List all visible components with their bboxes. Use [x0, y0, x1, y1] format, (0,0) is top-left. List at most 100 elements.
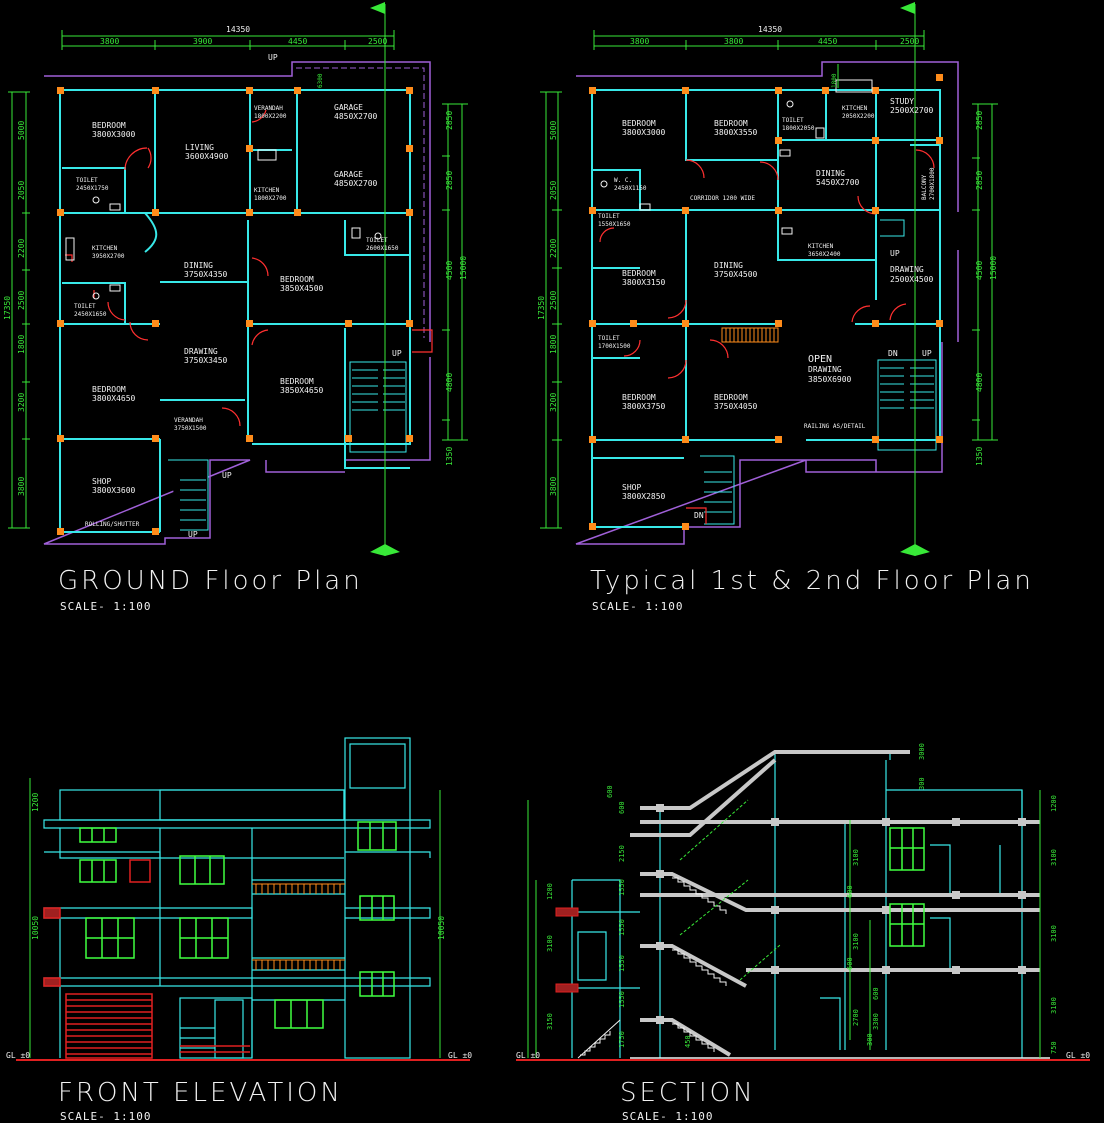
elevation-railings — [252, 883, 345, 970]
typical-texts: 14350 3800 3800 4450 2500 17350 5000 205… — [537, 25, 998, 520]
room-name: DRAWING — [890, 265, 924, 274]
room-name: STUDY — [890, 97, 914, 106]
ground-dim-left: 2200 — [17, 239, 26, 258]
front-elevation-title: FRONT ELEVATION — [58, 1078, 343, 1108]
section-dim: 3000 — [918, 743, 926, 760]
room-size: 2450X1650 — [74, 311, 107, 318]
room-name: TOILET — [598, 213, 620, 220]
section-dim: 3100 — [1050, 925, 1058, 942]
room-size: 3800X3550 — [714, 128, 758, 137]
ground-dim-right: 4500 — [445, 261, 454, 280]
typical-stair — [700, 219, 937, 525]
room-size: 2450X1750 — [76, 185, 109, 192]
typical-dim-right: 4800 — [975, 373, 984, 392]
room-name: SHOP — [92, 477, 111, 486]
section-dim: 3300 — [872, 1013, 880, 1030]
section-dim: 300 — [918, 777, 926, 790]
ground-dim-total: 14350 — [226, 25, 250, 34]
ground-dim-left: 1800 — [17, 335, 26, 354]
room-name: DINING — [184, 261, 213, 270]
room-size: 1800X2700 — [254, 195, 287, 202]
section-columns — [656, 804, 1026, 1024]
typical-dim-left: 3800 — [549, 477, 558, 496]
typical-dim-top: 4450 — [818, 37, 837, 46]
typical-dim-left: 5000 — [549, 121, 558, 140]
room-name: KITCHEN — [842, 105, 868, 112]
room-size: 3800X4650 — [92, 394, 136, 403]
room-name: TOILET — [76, 177, 98, 184]
ground-floor-plan — [8, 2, 468, 556]
room-size: 3750X4050 — [714, 402, 758, 411]
typical-floor-plan — [540, 2, 998, 556]
room-size: 3850X4650 — [280, 386, 324, 395]
room-name: GARAGE — [334, 170, 363, 179]
room-name: BEDROOM — [714, 393, 748, 402]
room-size: 3800X2850 — [622, 492, 666, 501]
stair-label: UP — [922, 349, 932, 358]
stair-label: UP — [268, 53, 278, 62]
section-dim: 3100 — [1050, 997, 1058, 1014]
room-name: BEDROOM — [622, 269, 656, 278]
room-size: 2450X1150 — [614, 185, 647, 192]
stair-label: UP — [392, 349, 402, 358]
ground-floor-plan-scale: SCALE- 1:100 — [60, 600, 152, 613]
stair-label: UP — [222, 471, 232, 480]
typical-doors — [599, 149, 935, 524]
railing-label: RAILING AS/DETAIL — [804, 423, 866, 430]
section-dim: 3100 — [546, 935, 554, 952]
typical-dim-right: 4500 — [975, 261, 984, 280]
room-name: SHOP — [622, 483, 641, 492]
room-name: DINING — [714, 261, 743, 270]
ground-dimension-lines — [8, 30, 468, 529]
room-name: KITCHEN — [254, 187, 280, 194]
elevation-dim: 10050 — [437, 916, 446, 940]
room-size: 4850X2700 — [334, 112, 378, 121]
typical-fixtures — [600, 79, 873, 235]
ground-columns — [57, 87, 413, 535]
room-size: 3950X2700 — [92, 253, 125, 260]
section-shades — [555, 907, 579, 993]
room-size: 3750X1500 — [174, 425, 207, 432]
ground-texts: 14350 3800 3900 4450 2500 17350 5000 205… — [3, 25, 468, 539]
section-ground — [516, 790, 1090, 1061]
typical-floor-plan-title: Typical 1st & 2nd Floor Plan — [590, 566, 1034, 596]
typical-floor-plan-scale: SCALE- 1:100 — [592, 600, 684, 613]
room-size: 3750X4500 — [714, 270, 758, 279]
ground-dim-top: 2500 — [368, 37, 387, 46]
room-size: 2500X2700 — [890, 106, 934, 115]
ground-level-label: GL ±0 — [6, 1051, 30, 1060]
room-size: 1800X2200 — [254, 113, 287, 120]
typical-dim-top: 3800 — [630, 37, 649, 46]
room-size: 3850X6900 — [808, 375, 852, 384]
stair-label: DN — [694, 511, 704, 520]
section-dim: 3100 — [852, 933, 860, 950]
room-size: 3850X4500 — [280, 284, 324, 293]
room-size: 2500X4500 — [890, 275, 934, 284]
room-name: KITCHEN — [808, 243, 834, 250]
ground-floor-plan-title: GROUND Floor Plan — [58, 566, 363, 596]
ground-dim-right: 2850 — [445, 111, 454, 130]
ground-dim-right: 1350 — [445, 447, 454, 466]
section-dim: 600 — [872, 987, 880, 1000]
room-name: BEDROOM — [280, 377, 314, 386]
ground-dim-left-total: 17350 — [3, 296, 12, 320]
shutter-label: ROLLING/SHUTTER — [85, 521, 140, 528]
typical-dimension-lines — [540, 30, 998, 529]
ground-north-marker — [370, 2, 400, 556]
room-size: 3750X4350 — [184, 270, 228, 279]
room-name: BEDROOM — [622, 119, 656, 128]
section-dim: 1550 — [618, 919, 626, 936]
ground-level-label: GL ±0 — [1066, 1051, 1090, 1060]
room-name: BEDROOM — [280, 275, 314, 284]
room-name: OPEN — [808, 354, 832, 365]
elevation-dim: 10050 — [31, 916, 40, 940]
section-texts: 600 600 2150 1550 1200 1550 3100 1550 15… — [516, 743, 1090, 1060]
section-drawing — [570, 751, 1023, 1058]
room-name: DRAWING — [184, 347, 218, 356]
typical-dim-total: 14350 — [758, 25, 782, 34]
typical-dim-left: 2500 — [549, 291, 558, 310]
ground-dim-left: 5000 — [17, 121, 26, 140]
section-dim: 750 — [1050, 1041, 1058, 1054]
room-size: 2600X1650 — [366, 245, 399, 252]
